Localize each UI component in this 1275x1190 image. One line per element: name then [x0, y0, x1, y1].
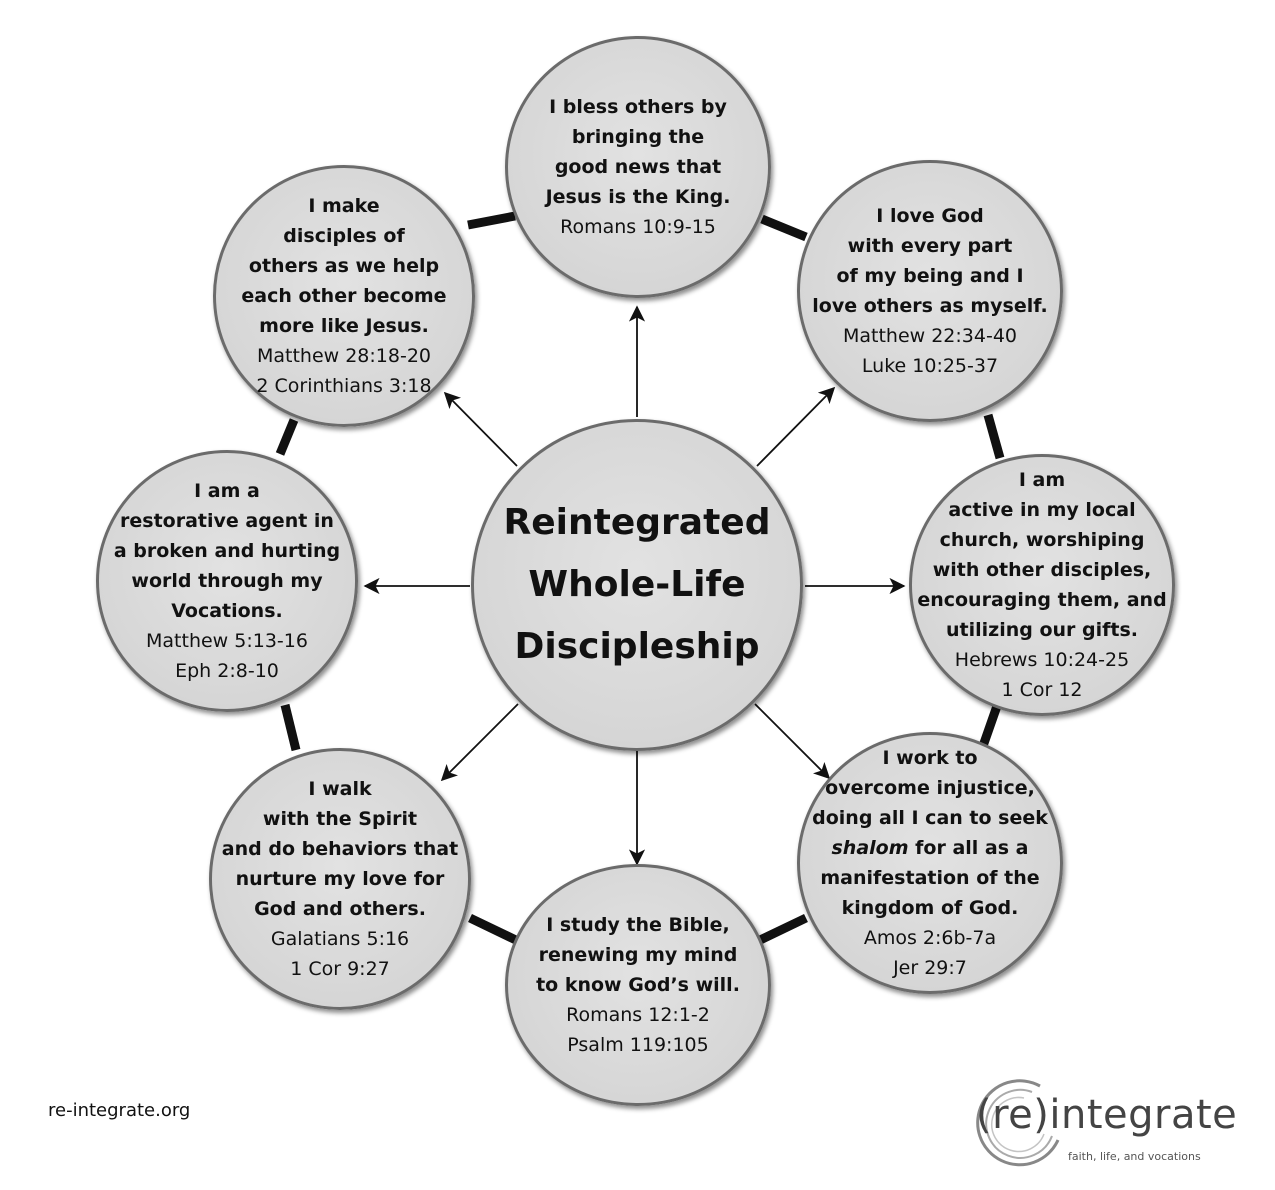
spoke-arrow: [756, 386, 836, 467]
ring-connector: [467, 211, 516, 230]
ring-connector: [275, 418, 299, 456]
node-references: Galatians 5:16 1 Cor 9:27: [270, 928, 410, 980]
spoke-arrow: [440, 703, 519, 782]
statement-part: for all as a manifestation of the kingdo…: [820, 837, 1040, 919]
ring-connector: [468, 913, 522, 947]
node-overcome-injustice: I work to overcome injustice, doing all …: [797, 732, 1063, 994]
node-walk-spirit: I walk with the Spirit and do behaviors …: [209, 748, 471, 1010]
shalom-emphasis: shalom: [831, 837, 909, 859]
node-references: Amos 2:6b-7a Jer 29:7: [863, 927, 997, 979]
node-bless-others: I bless others by bringing the good news…: [505, 36, 771, 298]
node-references: Romans 12:1-2 Psalm 119:105: [566, 1004, 710, 1056]
spoke-arrow: [443, 391, 518, 467]
website-url: re-integrate.org: [48, 1100, 191, 1121]
node-references: Romans 10:9-15: [560, 216, 716, 238]
node-references: Matthew 22:34-40 Luke 10:25-37: [842, 325, 1018, 377]
node-references: Matthew 5:13-16 Eph 2:8-10: [146, 630, 308, 682]
node-statement: I am a restorative agent in a broken and…: [113, 480, 341, 622]
swirl-mark-icon: [976, 1079, 1060, 1167]
logo-wordmark: (re)integrate: [976, 1092, 1238, 1138]
node-study-bible: I study the Bible, renewing my mind to k…: [505, 864, 771, 1106]
ring-connector: [754, 913, 808, 947]
node-restorative-agent: I am a restorative agent in a broken and…: [96, 450, 358, 712]
node-statement: I study the Bible, renewing my mind to k…: [536, 914, 740, 996]
diagram-title: Reintegrated Whole-Life Discipleship: [503, 502, 771, 667]
node-references: Hebrews 10:24-25 1 Cor 12: [954, 649, 1130, 701]
node-statement: I am active in my local church, worshipi…: [917, 469, 1167, 641]
ring-connector: [983, 413, 1005, 460]
node-references: Matthew 28:18-20 2 Corinthians 3:18: [256, 345, 432, 397]
logo-tagline: faith, life, and vocations: [1068, 1150, 1201, 1163]
node-statement: I walk with the Spirit and do behaviors …: [221, 778, 459, 920]
statement-part: I work to overcome injustice, doing all …: [812, 747, 1048, 829]
ring-connector: [978, 704, 1002, 748]
node-make-disciples: I make disciples of others as we help ea…: [213, 165, 475, 427]
ring-connector: [280, 703, 301, 752]
ring-connector: [760, 214, 808, 242]
spoke-arrows: [363, 305, 906, 866]
spoke-arrow: [754, 703, 831, 780]
node-love-god: I love God with every part of my being a…: [797, 160, 1063, 422]
ring-connectors: [275, 211, 1005, 947]
node-statement: I work to overcome injustice, doing all …: [812, 743, 1048, 923]
node-statement: I make disciples of others as we help ea…: [241, 195, 447, 337]
node-statement: I bless others by bringing the good news…: [545, 96, 731, 208]
node-statement: I love God with every part of my being a…: [812, 205, 1048, 317]
center-circle: Reintegrated Whole-Life Discipleship: [471, 419, 803, 751]
node-local-church: I am active in my local church, worshipi…: [909, 454, 1175, 716]
reintegrate-logo: (re)integrate faith, life, and vocations: [970, 1078, 1237, 1168]
